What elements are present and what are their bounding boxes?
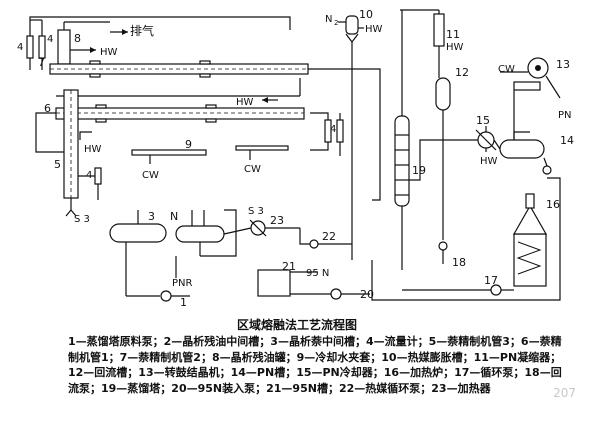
label-4b: 4: [47, 34, 53, 45]
label-hw6: HW: [480, 156, 498, 167]
legend-text: 1—蒸馏塔原料泵；2—晶析残油中间槽；3—晶析萘中间槽；4—流量计；5—萘精制机…: [68, 335, 562, 395]
naphthalene-tank-3: [109, 210, 167, 296]
label-22: 22: [322, 230, 336, 243]
label-cw3: CW: [498, 64, 515, 75]
label-16: 16: [546, 198, 560, 211]
heating-furnace-16: [512, 193, 548, 287]
top-header-pipe: [29, 16, 291, 30]
label-pnr: PNR: [172, 278, 193, 289]
refiner-pipe-7: [49, 60, 309, 78]
cooling-jacket-9: [131, 149, 207, 164]
label-20: 20: [360, 288, 374, 301]
process-flow-diagram: 4 4 8 排气 HW 7 6 HW 5 HW: [17, 8, 574, 309]
label-21: 21: [282, 260, 296, 273]
residue-oil-tank-8: [57, 21, 110, 65]
label-cw1: CW: [142, 170, 159, 181]
label-n2: N: [325, 14, 332, 25]
label-s3b: S 3: [248, 206, 264, 217]
flowmeter-4-left-b: [38, 20, 46, 70]
label-hw1: HW: [100, 47, 118, 58]
label-1: 1: [180, 296, 187, 309]
label-23: 23: [270, 214, 284, 227]
feed-pump-1: [160, 290, 190, 302]
label-6: 6: [44, 102, 51, 115]
label-9: 9: [185, 138, 192, 151]
label-pn: PN: [558, 110, 572, 121]
refiner-tube-5: [63, 89, 79, 210]
pn-tank-14: [493, 139, 545, 159]
distillation-column-19: [394, 10, 410, 270]
label-19: 19: [412, 164, 426, 177]
expansion-tank-10: [338, 15, 359, 96]
label-10: 10: [359, 8, 373, 21]
label-hw4: HW: [365, 24, 383, 35]
label-n2-sub: 2: [334, 19, 338, 27]
label-4a: 4: [17, 42, 23, 53]
drum-crystallizer-13: [500, 57, 561, 140]
residue-intermediate-tank-2: [175, 210, 252, 256]
cooling-jacket-9b: [235, 145, 289, 160]
label-7: 7: [38, 56, 45, 69]
flowmeter-4-mid: [78, 167, 102, 200]
label-11: 11: [446, 28, 460, 41]
label-hw3: HW: [84, 144, 102, 155]
label-15: 15: [476, 114, 490, 127]
label-5: 5: [54, 158, 61, 171]
label-8: 8: [74, 32, 81, 45]
label-18: 18: [452, 256, 466, 269]
heat-medium-pump-22: [299, 228, 352, 249]
label-17: 17: [484, 274, 498, 287]
label-95n: 95 N: [306, 268, 329, 279]
label-4c: 4: [86, 170, 92, 181]
diagram-caption: 区域熔融法工艺流程图: [236, 318, 357, 332]
reflux-tank-12: [435, 77, 451, 240]
reflux-pump-18: [438, 241, 448, 264]
label-13: 13: [556, 58, 570, 71]
label-14: 14: [560, 134, 574, 147]
label-cw2: CW: [244, 164, 261, 175]
flowmeter-4-left-a: [26, 20, 34, 70]
charging-pump-20: [290, 288, 370, 300]
label-2: N: [170, 210, 178, 223]
label-hw2: HW: [236, 97, 254, 108]
pn-condenser-11: [400, 9, 445, 78]
pn-cooler-15: [475, 126, 497, 152]
circulation-pump-17: [402, 284, 514, 296]
label-12: 12: [455, 66, 469, 79]
tank-95n-21: [257, 269, 318, 297]
refiner-pipe-6: [55, 104, 305, 123]
vent-label: 排气: [130, 23, 154, 38]
label-s3a: S 3: [74, 214, 90, 225]
legend: 1—蒸馏塔原料泵；2—晶析残油中间槽；3—晶析萘中间槽；4—流量计；5—萘精制机…: [68, 334, 568, 396]
pump-after-14: [542, 157, 552, 175]
label-hw5: HW: [446, 42, 464, 53]
label-4d: 4: [330, 124, 336, 135]
label-3: 3: [148, 210, 155, 223]
watermark: 207: [553, 386, 576, 400]
flowmeter-4-right: [310, 112, 344, 156]
